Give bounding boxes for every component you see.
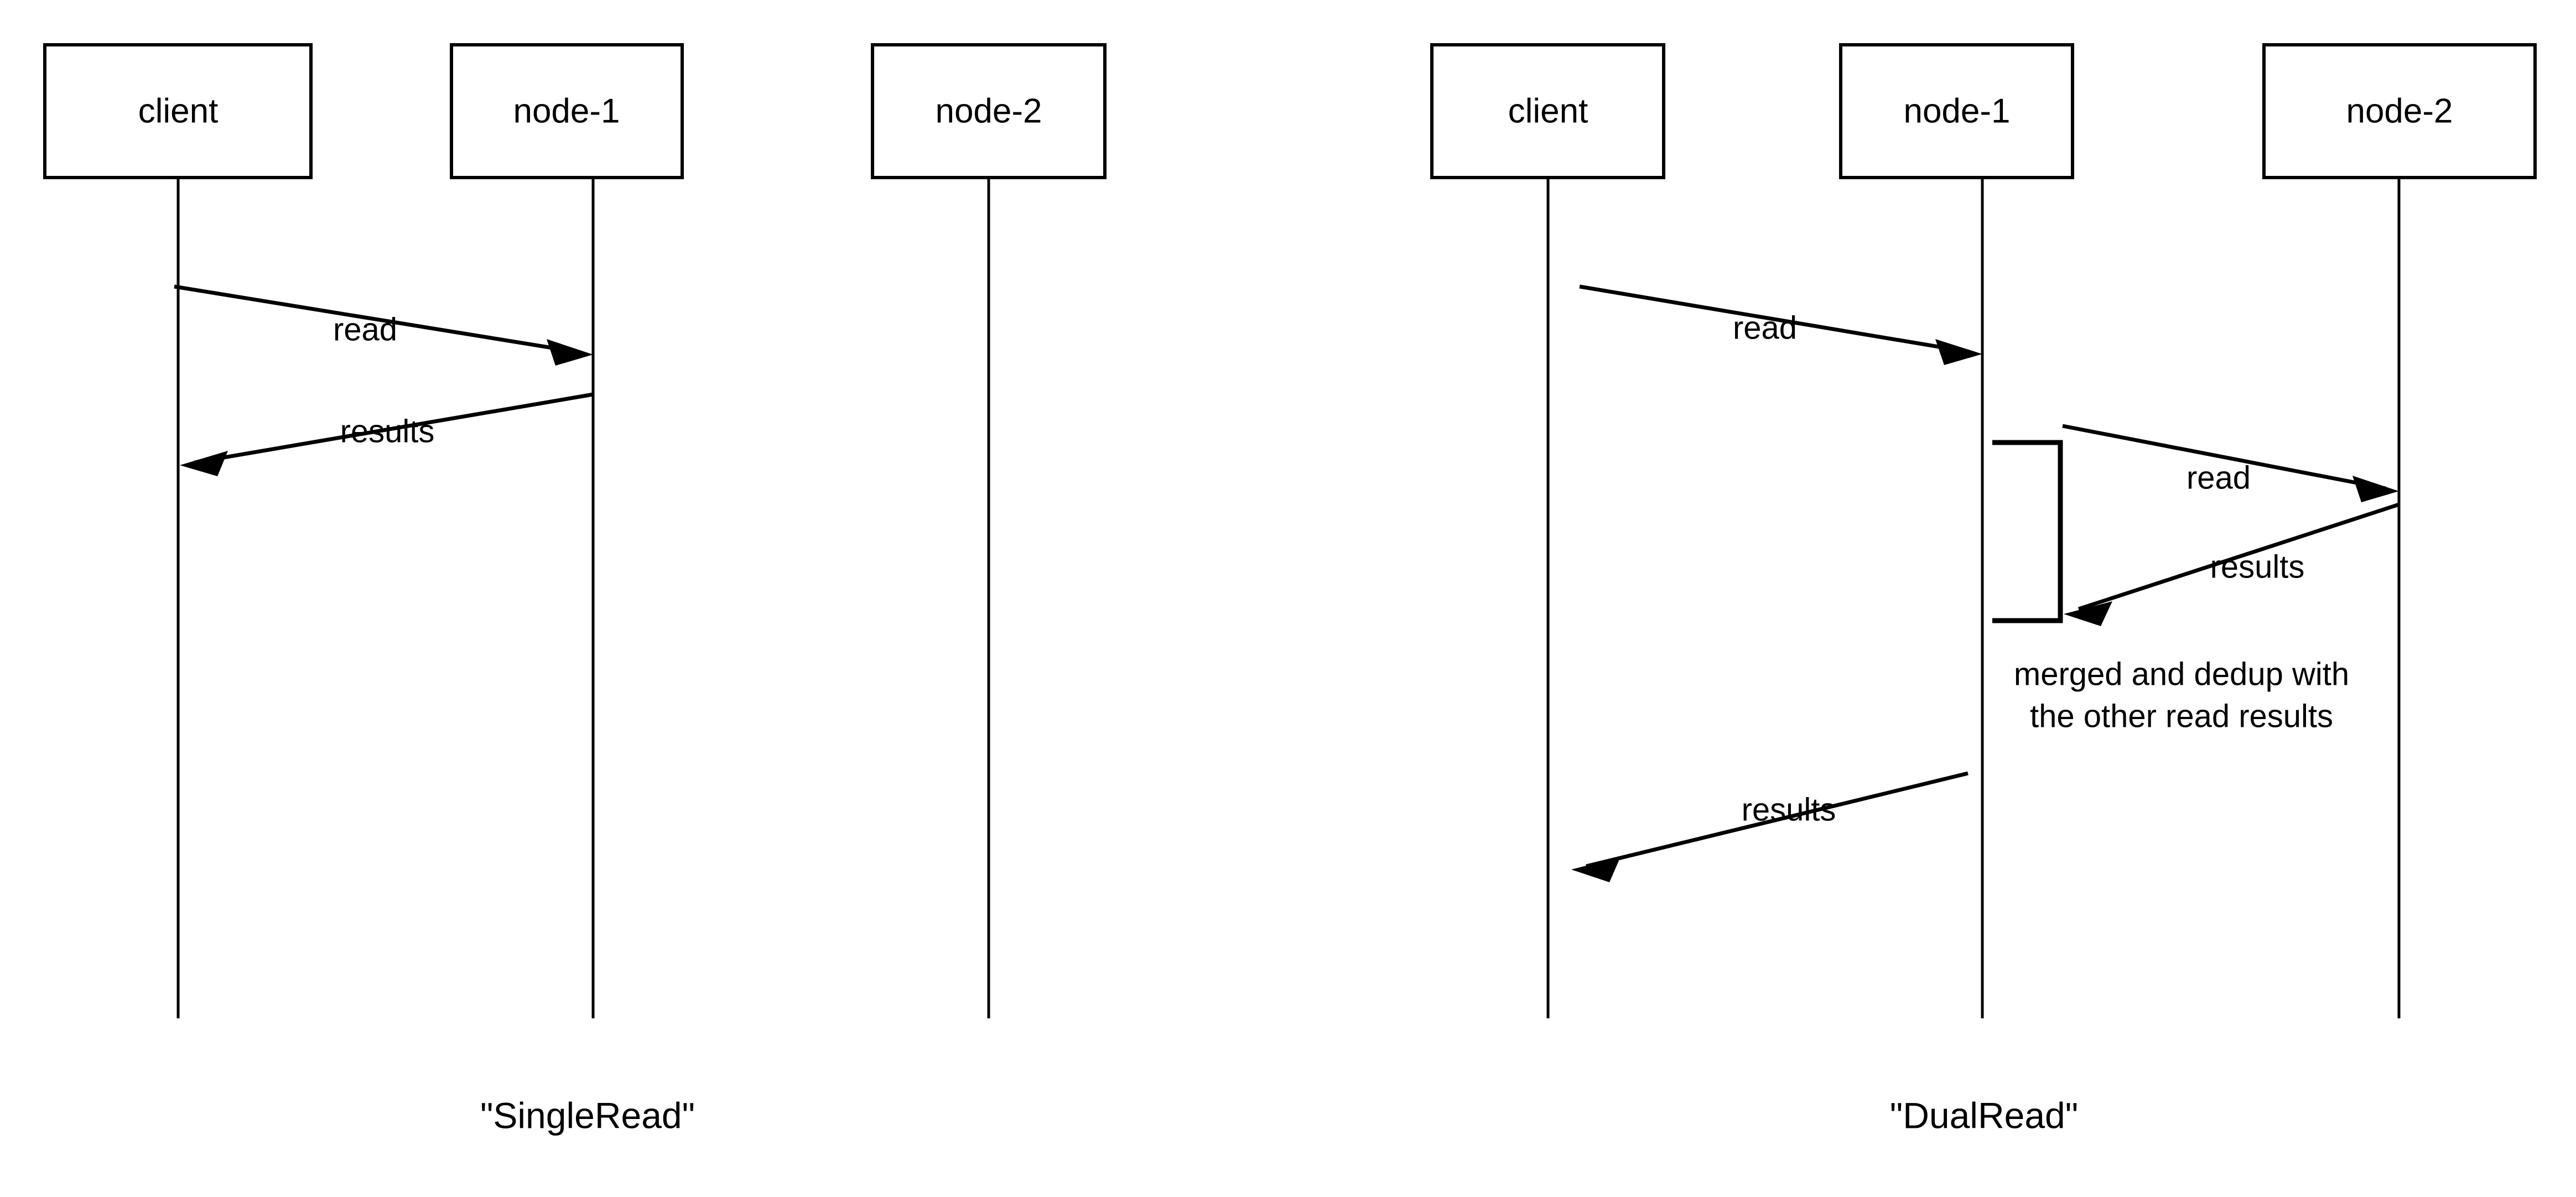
arrow-head-icon (547, 339, 593, 366)
participant-client[interactable]: client (1430, 43, 1665, 179)
message-results-node-1-to-client: results (180, 392, 594, 476)
message-label: read (1733, 310, 1797, 346)
diagram-single-read: client node-1 node-2 read results (43, 43, 1107, 1136)
message-label: read (2187, 460, 2251, 496)
message-label: results (1742, 792, 1836, 828)
message-line (1579, 284, 1969, 354)
diagram-dual-read: client node-1 node-2 read (1430, 43, 2537, 1136)
message-label: results (340, 413, 435, 449)
diagram-caption: "SingleRead" (480, 1095, 695, 1136)
diagram-caption: "DualRead" (1890, 1095, 2078, 1136)
message-line (1586, 771, 1969, 868)
participant-box[interactable] (1430, 43, 1665, 179)
message-results-node-2-to-node-1: results (2064, 502, 2400, 626)
participant-box[interactable] (1839, 43, 2074, 179)
note-merged-dedup: merged and dedup with the other read res… (2014, 656, 2349, 734)
arrow-head-icon (2064, 601, 2112, 626)
participant-label: client (138, 92, 219, 130)
arrow-head-icon (1935, 339, 1982, 365)
arrow-head-icon (1571, 857, 1621, 882)
participant-node-2[interactable]: node-2 (2262, 43, 2537, 179)
message-results-node-1-to-client: results (1571, 771, 1969, 882)
participant-label: node-2 (935, 92, 1042, 130)
activation-bracket-node-1 (1992, 440, 2063, 623)
message-line (2062, 424, 2386, 491)
participant-client[interactable]: client (43, 43, 313, 179)
participant-label: node-2 (2346, 92, 2453, 130)
participant-box[interactable] (43, 43, 313, 179)
message-line (174, 284, 580, 355)
message-label: results (2210, 549, 2305, 585)
participant-label: node-1 (513, 92, 620, 130)
participant-box[interactable] (450, 43, 684, 179)
participant-node-2[interactable]: node-2 (871, 43, 1107, 179)
participant-label: node-1 (1903, 92, 2010, 130)
message-line (2078, 502, 2400, 611)
participant-box[interactable] (2262, 43, 2537, 179)
participant-box[interactable] (871, 43, 1107, 179)
arrow-head-icon (180, 451, 228, 476)
participant-node-1[interactable]: node-1 (1839, 43, 2074, 179)
message-label: read (333, 311, 397, 347)
message-read-node-1-to-node-2: read (2062, 424, 2399, 502)
message-read-client-to-node-1: read (1579, 284, 1982, 365)
participant-node-1[interactable]: node-1 (450, 43, 684, 179)
note-line-2: the other read results (2030, 698, 2333, 734)
arrow-head-icon (2352, 476, 2399, 502)
participant-label: client (1508, 92, 1588, 130)
note-line-1: merged and dedup with (2014, 656, 2349, 692)
message-read-client-to-node-1: read (174, 284, 593, 366)
activation-bracket-path (1992, 440, 2063, 623)
message-line (194, 392, 594, 465)
